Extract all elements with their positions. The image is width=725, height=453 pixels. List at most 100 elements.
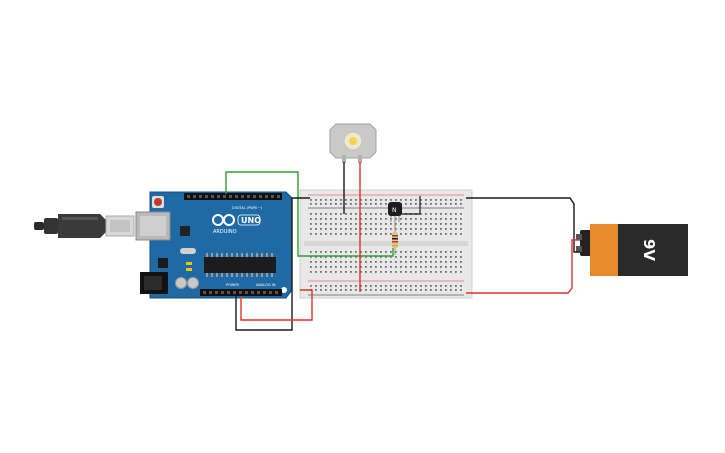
breadboard-hole <box>460 203 462 205</box>
breadboard-hole <box>310 203 312 205</box>
breadboard-hole <box>410 228 412 230</box>
breadboard-hole <box>355 199 357 201</box>
breadboard-hole <box>335 285 337 287</box>
breadboard-hole <box>440 228 442 230</box>
wire-battery-black[interactable] <box>466 197 580 253</box>
breadboard-hole <box>335 251 337 253</box>
breadboard-hole <box>345 233 347 235</box>
breadboard-hole <box>445 285 447 287</box>
breadboard-hole <box>375 233 377 235</box>
breadboard-hole <box>385 256 387 258</box>
resistor[interactable] <box>392 228 398 255</box>
breadboard-hole <box>345 256 347 258</box>
breadboard-hole <box>350 213 352 215</box>
wire-black-gnd[interactable] <box>235 197 310 331</box>
breadboard-hole <box>455 213 457 215</box>
breadboard-hole <box>310 285 312 287</box>
breadboard-hole <box>355 256 357 258</box>
breadboard-hole <box>385 213 387 215</box>
breadboard-hole <box>395 218 397 220</box>
breadboard-hole <box>325 223 327 225</box>
breadboard-hole <box>435 213 437 215</box>
breadboard-hole <box>320 228 322 230</box>
breadboard-hole <box>440 271 442 273</box>
breadboard-hole <box>390 261 392 263</box>
breadboard-hole <box>320 256 322 258</box>
breadboard-hole <box>450 289 452 291</box>
breadboard-hole <box>440 203 442 205</box>
breadboard-hole <box>335 266 337 268</box>
breadboard-hole <box>390 228 392 230</box>
breadboard-hole <box>410 261 412 263</box>
breadboard-hole <box>375 218 377 220</box>
breadboard-hole <box>450 203 452 205</box>
breadboard-hole <box>365 251 367 253</box>
breadboard-hole <box>310 256 312 258</box>
battery-9v[interactable]: 9V <box>576 224 688 276</box>
breadboard-hole <box>345 223 347 225</box>
breadboard-hole <box>455 261 457 263</box>
breadboard-hole <box>415 218 417 220</box>
breadboard-hole <box>355 233 357 235</box>
wire-red-5v[interactable] <box>240 289 313 321</box>
breadboard-hole <box>410 203 412 205</box>
breadboard-hole <box>310 218 312 220</box>
breadboard-hole <box>410 223 412 225</box>
breadboard-hole <box>455 223 457 225</box>
breadboard-hole <box>445 228 447 230</box>
breadboard-hole <box>335 199 337 201</box>
breadboard-hole <box>365 256 367 258</box>
breadboard-hole <box>455 233 457 235</box>
breadboard-hole <box>370 203 372 205</box>
breadboard-hole <box>390 256 392 258</box>
breadboard-hole <box>390 271 392 273</box>
breadboard-hole <box>420 213 422 215</box>
breadboard-hole <box>335 203 337 205</box>
breadboard-hole <box>430 271 432 273</box>
breadboard-hole <box>440 266 442 268</box>
wire-battery-red[interactable] <box>466 239 580 294</box>
breadboard-hole <box>395 289 397 291</box>
breadboard-hole <box>340 218 342 220</box>
battery-voltage-label: 9V <box>640 239 658 261</box>
breadboard-hole <box>335 261 337 263</box>
breadboard-hole <box>445 289 447 291</box>
breadboard-hole <box>390 251 392 253</box>
breadboard-hole <box>320 271 322 273</box>
breadboard-hole <box>400 289 402 291</box>
dc-motor[interactable] <box>329 123 377 163</box>
breadboard-hole <box>325 271 327 273</box>
breadboard[interactable] <box>299 189 473 299</box>
breadboard-hole <box>425 223 427 225</box>
breadboard-hole <box>345 285 347 287</box>
breadboard-hole <box>385 233 387 235</box>
breadboard-hole <box>395 256 397 258</box>
breadboard-hole <box>315 289 317 291</box>
breadboard-hole <box>435 223 437 225</box>
arduino-uno-board[interactable]: ARDUINO UNO DIGITAL (PWM ~) POWER ANALOG… <box>135 191 293 299</box>
wire-green[interactable] <box>225 171 394 257</box>
breadboard-hole <box>350 285 352 287</box>
breadboard-hole <box>430 199 432 201</box>
breadboard-hole <box>435 203 437 205</box>
breadboard-hole <box>345 289 347 291</box>
breadboard-hole <box>380 251 382 253</box>
usb-cable[interactable] <box>34 214 135 238</box>
breadboard-hole <box>390 223 392 225</box>
breadboard-hole <box>460 218 462 220</box>
breadboard-hole <box>310 213 312 215</box>
breadboard-hole <box>445 203 447 205</box>
breadboard-hole <box>420 271 422 273</box>
breadboard-hole <box>330 251 332 253</box>
breadboard-hole <box>415 271 417 273</box>
breadboard-hole <box>340 261 342 263</box>
breadboard-hole <box>460 261 462 263</box>
breadboard-hole <box>380 271 382 273</box>
digital-header[interactable] <box>184 193 282 200</box>
npn-transistor[interactable]: N <box>388 202 402 228</box>
breadboard-hole <box>440 218 442 220</box>
breadboard-hole <box>415 203 417 205</box>
breadboard-hole <box>320 285 322 287</box>
wire-collector[interactable] <box>402 196 421 215</box>
breadboard-hole <box>455 251 457 253</box>
